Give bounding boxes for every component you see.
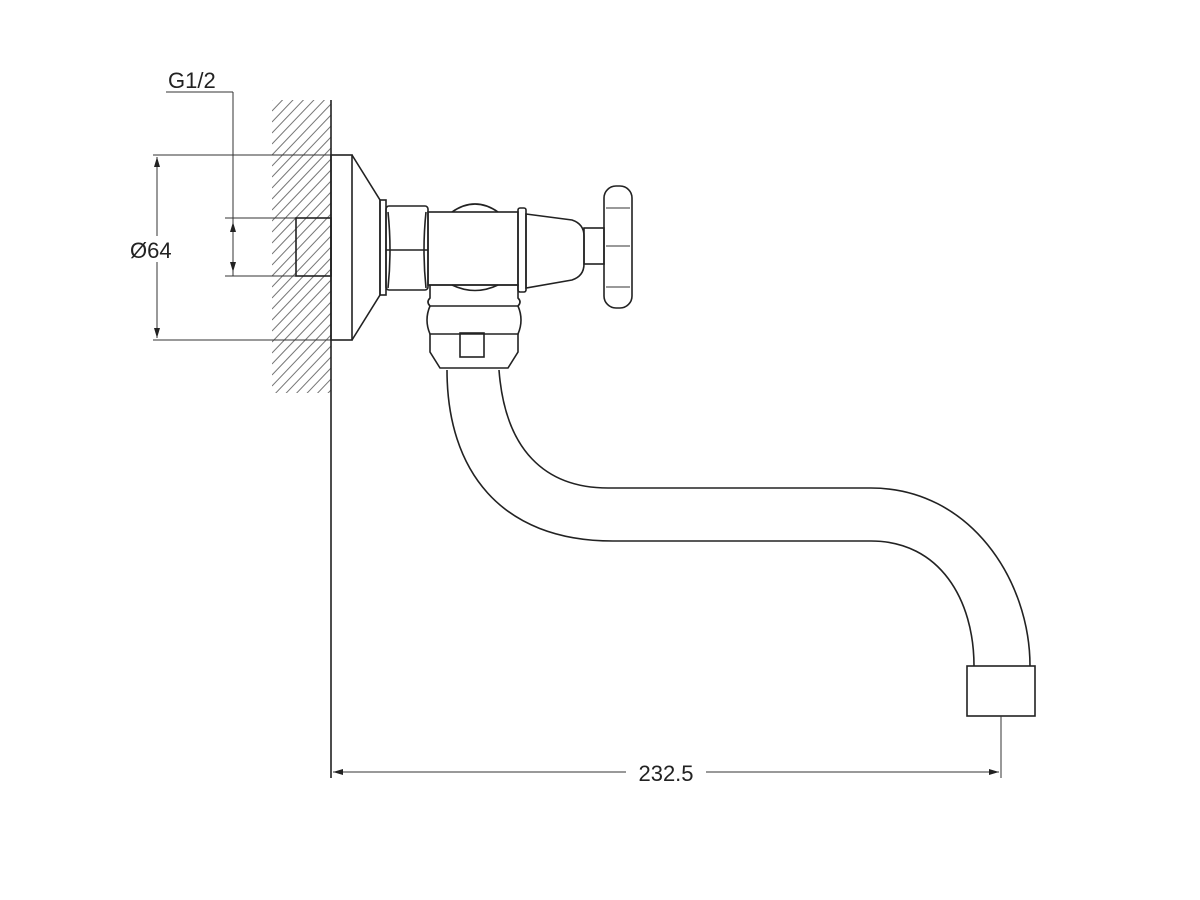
hatch-line <box>272 103 331 167</box>
hatch-line <box>272 224 331 288</box>
hatch-line <box>272 268 331 332</box>
hatch-line <box>272 279 331 343</box>
hatch-line <box>272 100 284 112</box>
hatch-line <box>272 114 331 178</box>
wall-hatching <box>272 100 331 393</box>
hatch-line <box>285 345 331 393</box>
hatch-line <box>272 213 331 277</box>
aerator-nozzle <box>966 665 1036 717</box>
flange-diameter-label: Ø64 <box>130 238 172 263</box>
reach-dimension: 232.5 <box>333 716 1002 786</box>
hatch-line <box>272 323 331 387</box>
reach-label: 232.5 <box>638 761 693 786</box>
hatch-line <box>272 136 331 200</box>
hatch-line <box>272 100 273 101</box>
swivel-collar <box>426 284 522 369</box>
s-spout <box>446 369 1031 667</box>
hatch-line <box>272 290 331 354</box>
hatch-line <box>272 246 331 310</box>
hatch-line <box>296 356 331 393</box>
hatch-line <box>272 191 331 255</box>
thread-dimension: G1/2 <box>166 68 331 277</box>
hatch-line <box>272 100 326 156</box>
hatch-line <box>272 125 331 189</box>
hatch-line <box>272 147 331 211</box>
hatch-line <box>272 100 294 123</box>
hatch-line <box>272 180 331 244</box>
hatch-line <box>272 169 331 233</box>
hatch-line <box>272 202 331 266</box>
thread-label: G1/2 <box>168 68 216 93</box>
flange-diameter-dimension: Ø64 <box>128 154 350 341</box>
hex-nut <box>385 205 429 291</box>
hatch-line <box>306 367 331 393</box>
hatch-line <box>275 334 331 393</box>
hatch-line <box>272 158 331 222</box>
valve-body <box>427 203 605 293</box>
hatch-line <box>327 389 331 393</box>
hatch-line <box>272 100 315 145</box>
hatch-line <box>316 378 331 393</box>
hatch-line <box>272 301 331 365</box>
wall-flange <box>330 154 387 341</box>
hatch-line <box>272 257 331 321</box>
valve-handle[interactable] <box>603 185 633 309</box>
hatch-line <box>272 312 331 376</box>
hatch-line <box>272 235 331 299</box>
hatch-line <box>272 100 305 134</box>
